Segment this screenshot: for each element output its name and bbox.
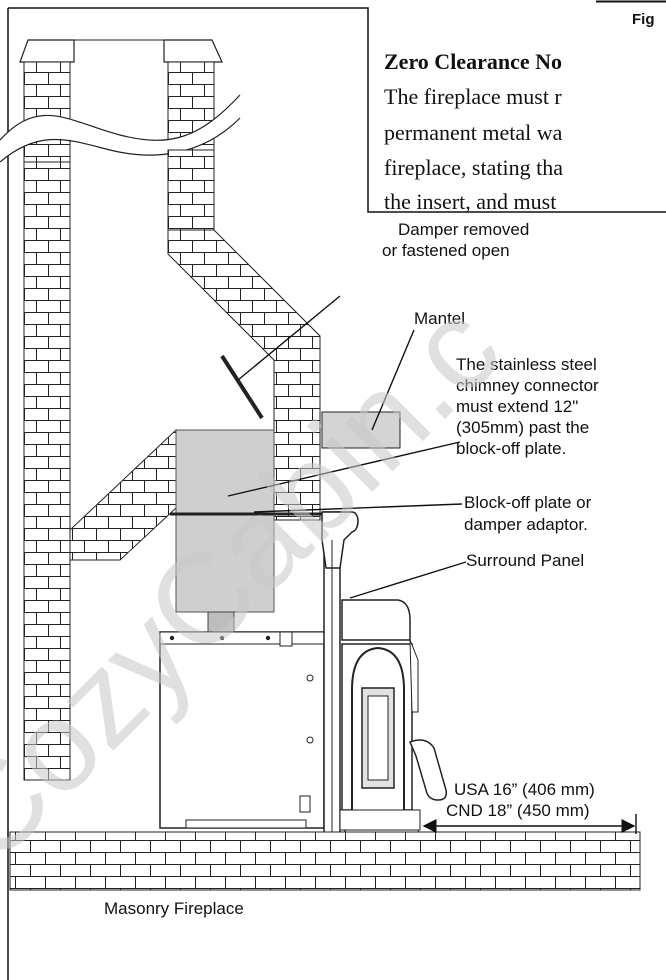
leader-damper [237,295,341,381]
label-connector-5: block-off plate. [456,439,566,458]
masonry-hearth [9,831,641,891]
label-connector-1: The stainless steel [456,355,597,374]
note-line-2: permanent metal wa [384,120,563,145]
label-clearance-usa: USA 16” (406 mm) [454,780,595,799]
note-title: Zero Clearance No [384,49,562,74]
chimney-connector [175,429,275,613]
note-line-3: fireplace, stating tha [384,155,563,180]
flue-wall-right [167,149,215,231]
label-blockoff-1: Block-off plate or [464,493,592,512]
label-damper-2: or fastened open [382,241,510,260]
smoke-shelf-wall [167,229,321,521]
leader-surround [349,561,467,599]
label-clearance-cnd: CND 18” (450 mm) [446,801,590,820]
label-connector-3: must extend 12" [456,397,578,416]
note-line-4: the insert, and must [384,189,556,214]
label-masonry-fireplace: Masonry Fireplace [104,899,244,918]
stove-front [338,599,448,837]
page-frame [8,7,666,213]
leader-connector [227,441,461,497]
surround-panel-top [321,511,359,569]
leader-blockoff [253,503,463,513]
figure-tag: Fig [632,11,655,28]
damper-flap [220,354,264,420]
chimney-cap-left [19,39,75,63]
mantel [321,411,401,449]
note-line-1: The fireplace must r [384,84,562,109]
chimney-cap-right [163,39,223,63]
fireplace-wall-left [23,161,71,781]
chimney-break-mark [0,95,240,162]
label-damper-1: Damper removed [398,220,529,239]
throat-slope-left [69,428,177,561]
label-connector-2: chimney connector [456,376,599,395]
label-connector-4: (305mm) past the [456,418,589,437]
label-surround: Surround Panel [466,551,584,570]
leader-mantel [371,329,415,431]
label-blockoff-2: damper adaptor. [464,515,588,534]
label-mantel: Mantel [414,309,465,328]
